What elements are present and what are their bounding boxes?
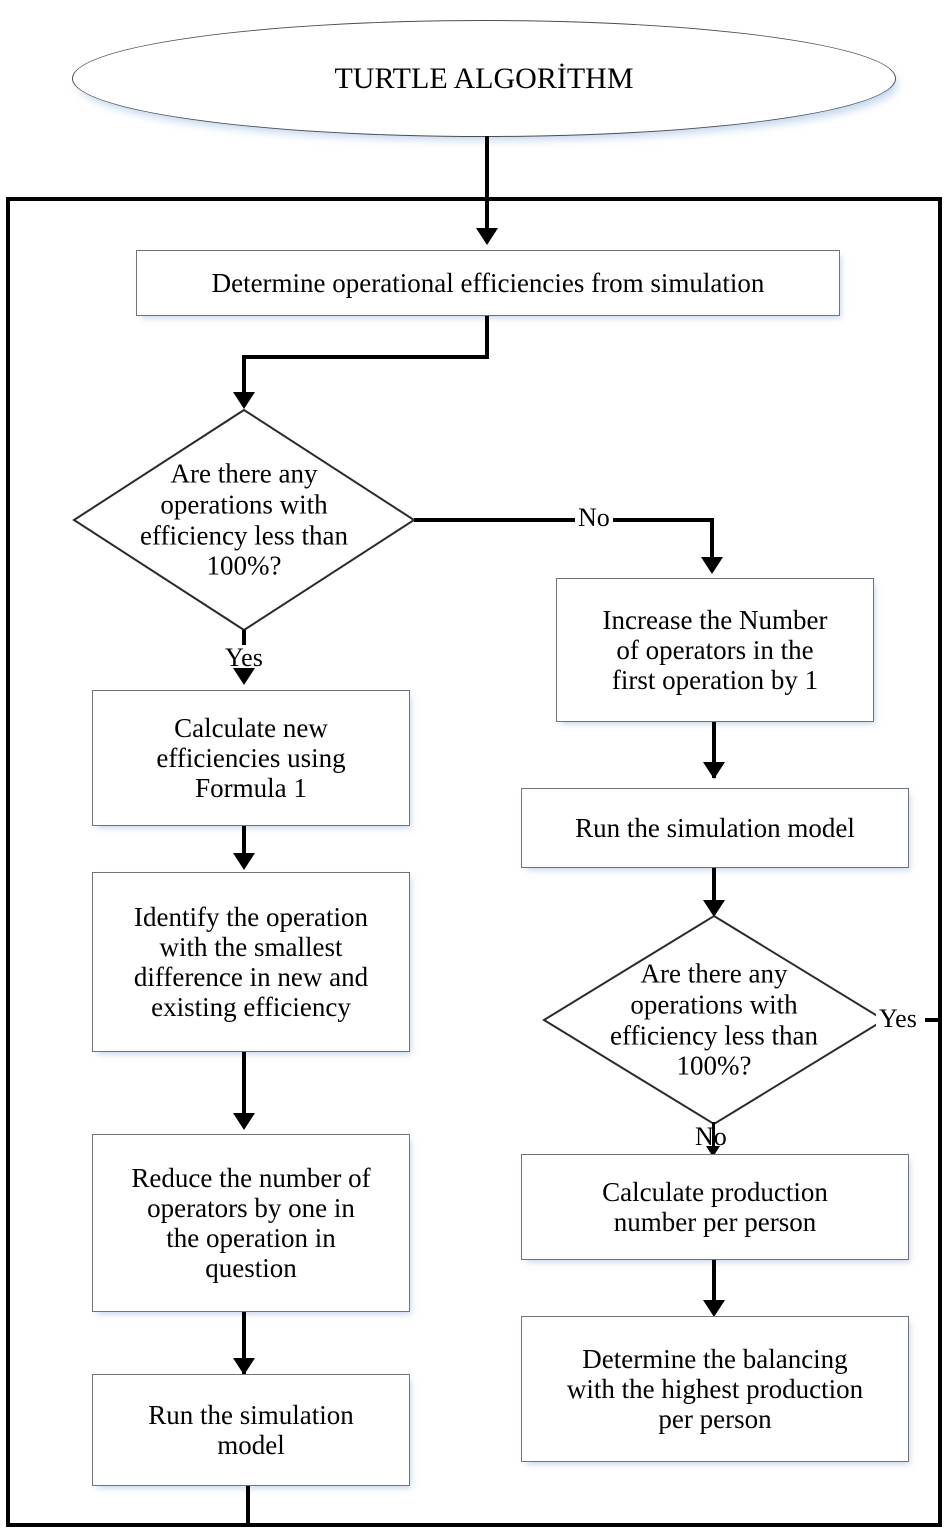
n3-line-2: with the smallest <box>159 931 343 962</box>
connector-start-to-n1 <box>485 136 489 240</box>
n8-line-2: number per person <box>613 1207 817 1237</box>
node-run-simulation-right[interactable]: Run the simulation model <box>521 788 909 868</box>
node-increase-operators[interactable]: Increase the Number of operators in the … <box>556 578 874 722</box>
connector-d2-no-v <box>712 1122 715 1154</box>
connector-n5-loopback <box>246 1486 250 1527</box>
n3-line-4: existing efficiency <box>151 992 351 1023</box>
node-identify-operation-label: Identify the operation with the smallest… <box>128 902 374 1023</box>
decision-2-line-1: Are there any <box>640 958 788 989</box>
arrowhead-to-d1 <box>233 392 255 409</box>
arrowhead-n2-n3 <box>233 853 255 870</box>
decision-1-text: Are there any operations with efficiency… <box>140 458 348 581</box>
n4-line-2: operators by one in <box>147 1192 355 1223</box>
node-increase-operators-label: Increase the Number of operators in the … <box>597 605 834 696</box>
decision-efficiency-check-1[interactable]: Are there any operations with efficiency… <box>72 408 416 632</box>
node-determine-efficiencies[interactable]: Determine operational efficiencies from … <box>136 250 840 316</box>
arrowhead-d1-yes <box>233 668 255 685</box>
edge-label-d1-no: No <box>575 505 613 531</box>
node-run-simulation-right-label: Run the simulation model <box>575 812 855 843</box>
arrowhead-n8-n9 <box>703 1300 725 1317</box>
start-terminator[interactable]: TURTLE ALGORİTHM <box>72 20 896 137</box>
n2-line-3: Formula 1 <box>195 773 307 804</box>
node-identify-operation[interactable]: Identify the operation with the smallest… <box>92 872 410 1052</box>
node-reduce-operators[interactable]: Reduce the number of operators by one in… <box>92 1134 410 1312</box>
n9-line-1: Determine the balancing <box>582 1343 848 1374</box>
decision-1-line-4: 100%? <box>206 550 282 581</box>
n4-line-1: Reduce the number of <box>131 1162 371 1193</box>
n3-line-3: difference in new and <box>133 962 369 992</box>
n5-line-1: Run the simulation <box>148 1399 354 1430</box>
node-run-simulation-left-label: Run the simulation model <box>142 1400 360 1460</box>
edge-label-d2-no: No <box>692 1124 730 1150</box>
node-calculate-new-efficiencies[interactable]: Calculate new efficiencies using Formula… <box>92 690 410 826</box>
node-determine-balancing-label: Determine the balancing with the highest… <box>561 1344 869 1435</box>
arrowhead-n4-n5 <box>233 1358 255 1375</box>
connector-n8-n9 <box>712 1260 716 1314</box>
node-run-simulation-left[interactable]: Run the simulation model <box>92 1374 410 1486</box>
loop-frame <box>6 197 942 1527</box>
node-determine-efficiencies-label: Determine operational efficiencies from … <box>211 267 765 298</box>
n2-line-1: Calculate new <box>174 712 328 743</box>
n5-line-2: model <box>217 1430 285 1460</box>
decision-2-text: Are there any operations with efficiency… <box>610 958 818 1081</box>
decision-1-line-3: efficiency less than <box>140 520 348 550</box>
arrowhead-n3-n4 <box>233 1113 255 1130</box>
connector-jog-to-d1 <box>242 355 246 397</box>
n4-line-4: question <box>205 1253 297 1284</box>
connector-d1-no-h <box>414 518 714 522</box>
node-reduce-operators-label: Reduce the number of operators by one in… <box>125 1163 376 1284</box>
node-determine-balancing[interactable]: Determine the balancing with the highest… <box>521 1316 909 1462</box>
decision-2-line-3: efficiency less than <box>610 1020 818 1050</box>
n6-line-3: first operation by 1 <box>611 665 819 696</box>
n6-line-1: Increase the Number <box>602 604 828 635</box>
n4-line-3: the operation in <box>166 1223 336 1253</box>
n8-line-1: Calculate production <box>602 1176 828 1207</box>
n9-line-3: per person <box>658 1404 772 1435</box>
connector-n4-n5 <box>242 1312 246 1374</box>
connector-n1-down <box>485 316 489 358</box>
decision-2-line-2: operations with <box>630 989 798 1020</box>
decision-1-line-2: operations with <box>160 489 328 520</box>
arrowhead-start-to-n1 <box>476 228 498 245</box>
decision-1-line-1: Are there any <box>170 458 318 489</box>
connector-n7-d2 <box>712 868 716 910</box>
n3-line-1: Identify the operation <box>134 901 368 932</box>
connector-n2-n3 <box>242 826 246 860</box>
connector-n3-n4 <box>242 1052 246 1122</box>
decision-efficiency-check-2[interactable]: Are there any operations with efficiency… <box>542 914 886 1126</box>
edge-label-d1-yes: Yes <box>222 645 266 671</box>
connector-d2-yes-h <box>925 1018 942 1022</box>
start-label: TURTLE ALGORİTHM <box>334 61 634 95</box>
arrowhead-n6-n7 <box>703 762 725 779</box>
arrowhead-d2-no <box>706 1146 720 1157</box>
n6-line-2: of operators in the <box>616 634 814 665</box>
arrowhead-d1-no <box>701 557 723 574</box>
node-calculate-new-efficiencies-label: Calculate new efficiencies using Formula… <box>150 713 351 804</box>
connector-n6-n7 <box>712 722 716 778</box>
n9-line-2: with the highest production <box>566 1373 864 1404</box>
decision-2-line-4: 100%? <box>676 1050 752 1081</box>
connector-d1-no-v <box>710 518 714 566</box>
arrowhead-n7-d2 <box>703 900 725 917</box>
connector-n1-jog <box>242 355 489 359</box>
node-calculate-production[interactable]: Calculate production number per person <box>521 1154 909 1260</box>
edge-label-d2-yes: Yes <box>876 1006 920 1032</box>
n2-line-2: efficiencies using <box>156 742 346 773</box>
node-calculate-production-label: Calculate production number per person <box>596 1177 834 1237</box>
